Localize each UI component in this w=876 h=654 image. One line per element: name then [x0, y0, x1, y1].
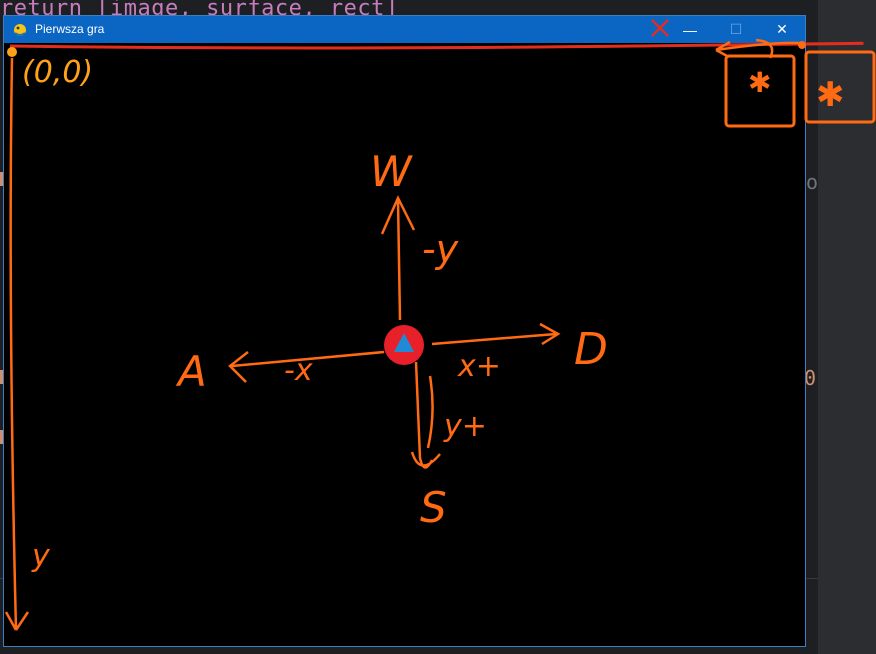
gutter-mark — [0, 430, 4, 444]
pygame-snake-icon — [14, 24, 26, 36]
maximize-button[interactable]: ☐ — [713, 16, 759, 43]
close-icon: ✕ — [776, 21, 788, 37]
code-fragment-2: 0 — [804, 366, 817, 390]
close-button[interactable]: ✕ — [759, 16, 805, 43]
game-window: Pierwsza gra — ☐ ✕ — [3, 15, 806, 647]
gutter-mark — [0, 370, 4, 384]
minimize-button[interactable]: — — [667, 16, 713, 43]
code-fragment: o — [806, 170, 819, 194]
window-titlebar[interactable]: Pierwsza gra — ☐ ✕ — [4, 16, 805, 43]
window-title: Pierwsza gra — [35, 22, 105, 36]
ide-side-panel — [818, 0, 876, 654]
gutter-mark — [0, 172, 4, 186]
maximize-icon: ☐ — [729, 21, 743, 37]
minimize-icon: — — [683, 21, 697, 38]
game-canvas[interactable] — [4, 43, 805, 646]
